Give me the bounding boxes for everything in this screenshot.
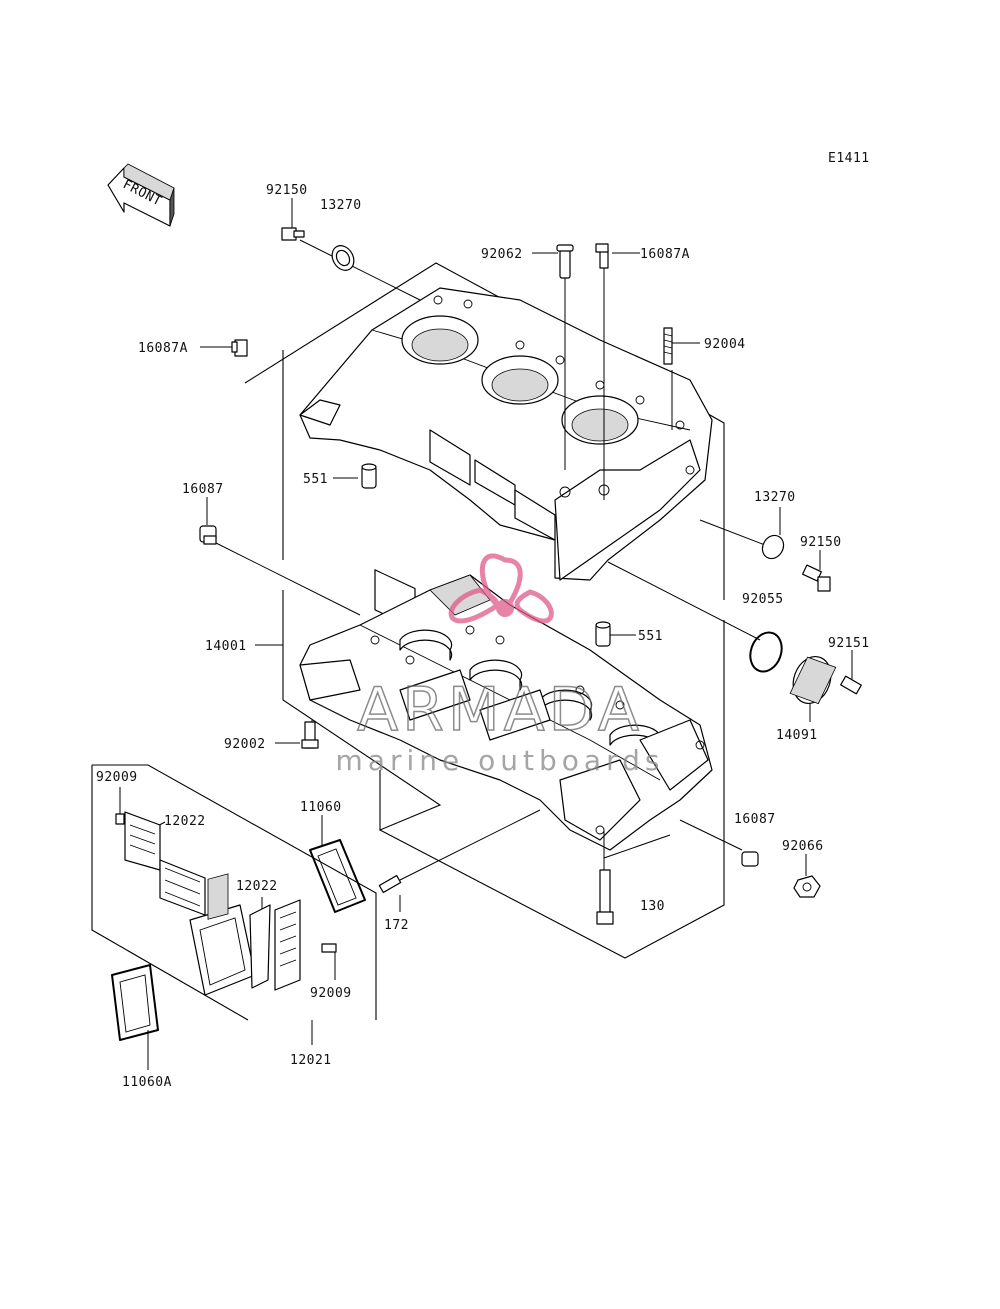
label-14001: 14001 — [205, 639, 247, 654]
diagram-code: E1411 — [828, 151, 870, 166]
dowel-551-top — [361, 463, 377, 489]
label-92004: 92004 — [704, 337, 746, 352]
label-172: 172 — [384, 918, 409, 933]
upper-crankcase — [299, 287, 713, 630]
label-92055: 92055 — [742, 592, 784, 607]
bolt-92150-right — [802, 564, 831, 592]
reed-stopper-12022-top — [124, 811, 161, 871]
label-92066: 92066 — [782, 839, 824, 854]
gasket-11060 — [309, 839, 366, 913]
plug-16087-right — [741, 851, 759, 867]
bolt-92151 — [840, 675, 862, 695]
front-direction-arrow: FRONT — [107, 163, 175, 227]
label-16087A-top: 16087A — [640, 247, 690, 262]
label-11060: 11060 — [300, 800, 342, 815]
cap-14091 — [789, 656, 837, 705]
label-551-top: 551 — [303, 472, 328, 487]
stud-92004 — [663, 327, 673, 365]
label-12022-top: 12022 — [164, 814, 206, 829]
plug-16087-left — [199, 525, 217, 545]
label-13270-right: 13270 — [754, 490, 796, 505]
label-551-mid: 551 — [638, 629, 663, 644]
part-labels: 92150 13270 92062 16087A 16087A 92004 55… — [96, 183, 870, 1090]
label-13270-top: 13270 — [320, 198, 362, 213]
bolt-130 — [596, 869, 614, 925]
label-16087-left: 16087 — [182, 482, 224, 497]
watermark-brand: ARMADA — [357, 675, 643, 745]
circlip-13270-right — [761, 534, 785, 560]
nozzle-16087A-left — [231, 339, 248, 357]
watermark: ARMADA marine outboards — [336, 553, 665, 777]
dowel-551-mid — [595, 621, 611, 647]
label-16087A-left: 16087A — [138, 341, 188, 356]
label-92009-top: 92009 — [96, 770, 138, 785]
label-12022-mid: 12022 — [236, 879, 278, 894]
pin-92062 — [556, 244, 574, 279]
bolt-92150-top — [281, 227, 305, 241]
lower-crankcase — [299, 574, 713, 851]
nozzle-16087A-top — [595, 243, 609, 269]
label-92150-top: 92150 — [266, 183, 308, 198]
reed-petals-lower — [249, 904, 271, 989]
screw-92009-mid — [321, 943, 337, 953]
bolt-92002 — [301, 721, 319, 749]
gasket-11060A — [111, 964, 159, 1041]
label-130: 130 — [640, 899, 665, 914]
watermark-tagline: marine outboards — [336, 744, 665, 777]
screw-92009-top — [115, 813, 125, 825]
bolt-172 — [378, 874, 402, 894]
label-11060A: 11060A — [122, 1075, 172, 1090]
label-12021: 12021 — [290, 1053, 332, 1068]
circlip-13270-top — [331, 245, 355, 271]
label-92062: 92062 — [481, 247, 523, 262]
propeller-logo-icon — [448, 553, 554, 624]
label-92009-mid: 92009 — [310, 986, 352, 1001]
reed-stopper-12022-mid — [274, 899, 301, 991]
o-ring-92055 — [749, 631, 783, 673]
reed-petals-upper — [159, 859, 206, 916]
leader-lines — [119, 198, 853, 1070]
reed-valve-frame — [91, 764, 377, 1021]
label-92002: 92002 — [224, 737, 266, 752]
label-92151: 92151 — [828, 636, 870, 651]
lower-crankcase-frame — [282, 590, 725, 959]
small-parts — [111, 227, 862, 1041]
label-16087-right: 16087 — [734, 812, 776, 827]
nut-92066 — [793, 875, 821, 898]
label-92150-right: 92150 — [800, 535, 842, 550]
label-14091: 14091 — [776, 728, 818, 743]
